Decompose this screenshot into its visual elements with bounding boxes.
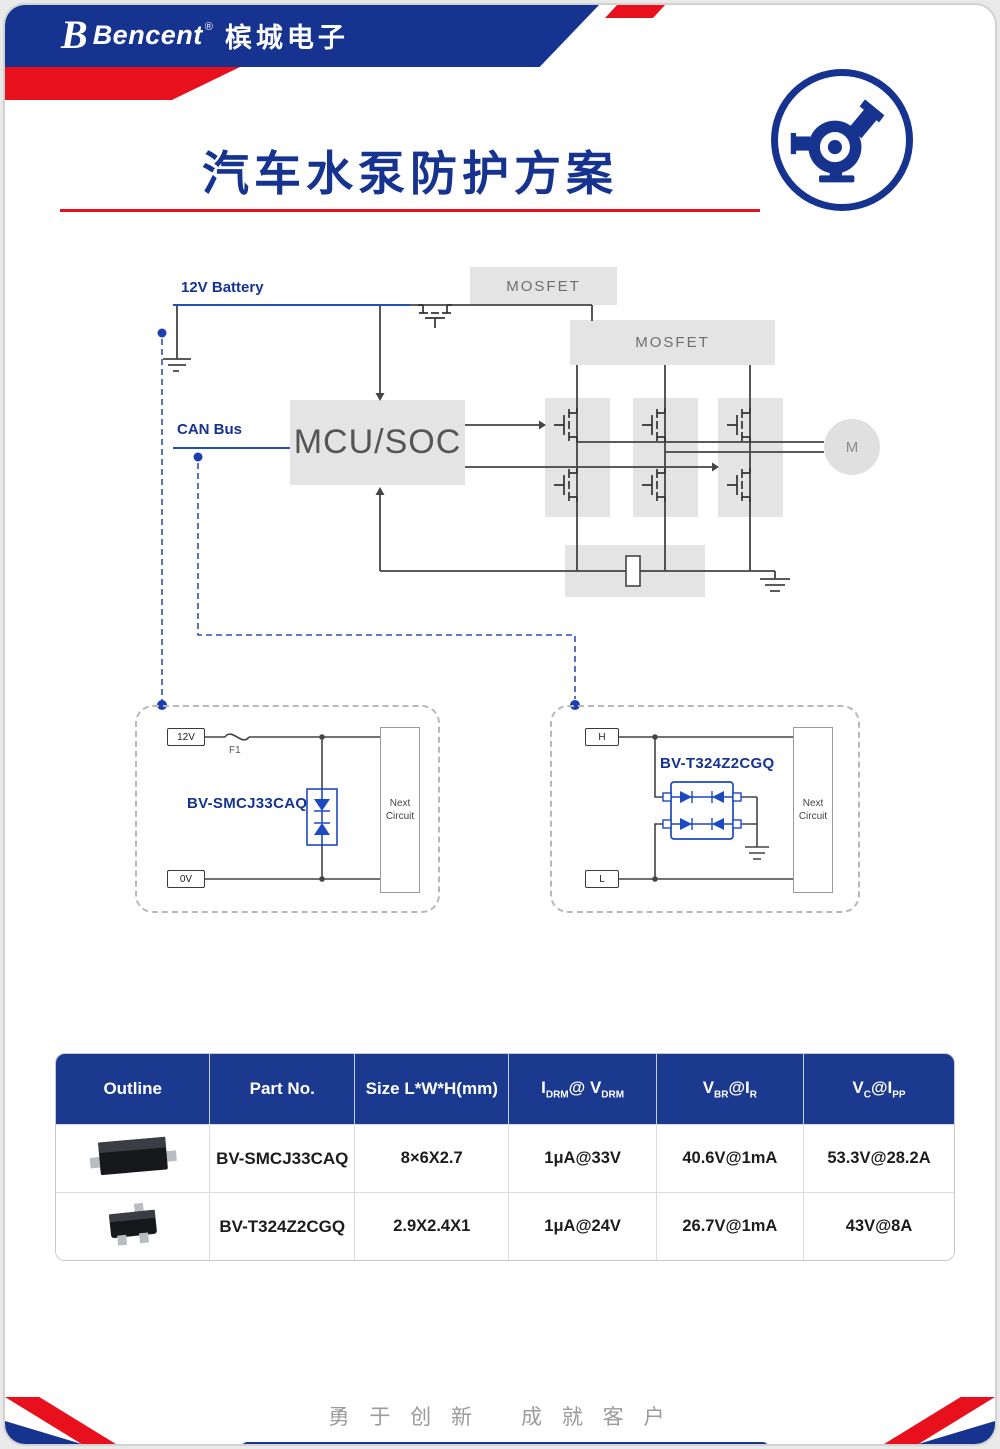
title-underline	[60, 209, 760, 212]
ground-symbol	[741, 796, 769, 860]
battery-label: 12V Battery	[181, 279, 264, 296]
tvs-array-symbol	[662, 781, 742, 840]
slogan-right: 成 就 客 户	[521, 1406, 672, 1429]
col-size: Size L*W*H(mm)	[355, 1054, 510, 1124]
sot23-package-image	[108, 1202, 157, 1246]
slogan-left: 勇 于 创 新	[328, 1406, 479, 1429]
brand-mark-icon: B	[61, 12, 88, 57]
mcu-soc-block: MCU/SOC	[290, 400, 465, 485]
tvs-right-circuit-svg	[619, 734, 793, 882]
cell-vbr: 26.7V@1mA	[656, 1192, 804, 1260]
tvs-detail-right: H BV-T324Z2CGQ Next Circuit L	[550, 705, 860, 913]
table-row: BV-T324Z2CGQ 2.9X2.4X1 1μA@24V 26.7V@1mA…	[56, 1192, 954, 1260]
net-tag-0v: 0V	[167, 870, 205, 888]
brand-logo: B Bencent ® 槟城电子	[61, 14, 349, 56]
next-circuit-block: Next Circuit	[380, 727, 420, 893]
cell-part-no: BV-SMCJ33CAQ	[210, 1124, 356, 1192]
flyer-page: B Bencent ® 槟城电子 汽车水泵防护方案 12V Battery CA…	[3, 3, 997, 1446]
next-circuit-block: Next Circuit	[793, 727, 833, 893]
header-red-stripe	[5, 67, 240, 100]
ground-symbol	[760, 571, 790, 592]
canbus-label: CAN Bus	[177, 421, 243, 438]
net-tag-l: L	[585, 870, 619, 888]
col-vc-ipp: VC@IPP	[804, 1054, 954, 1124]
ground-symbol	[163, 305, 191, 372]
cell-idrm: 1μA@24V	[509, 1192, 657, 1260]
tvs-left-circuit-svg	[205, 733, 380, 882]
footer-tab	[240, 1442, 770, 1444]
cell-outline	[56, 1124, 211, 1192]
tap-dots	[157, 328, 580, 710]
motor-node: M	[824, 419, 880, 475]
tvs-diode-symbol	[306, 788, 338, 846]
header-banner: B Bencent ® 槟城电子	[5, 5, 995, 105]
cell-vc: 43V@8A	[804, 1192, 954, 1260]
mosfet-block-top: MOSFET	[470, 267, 617, 305]
tvs-part-label-right: BV-T324Z2CGQ	[660, 755, 775, 772]
circuit-wiring-svg	[157, 304, 824, 710]
tvs-detail-left: 12V F1 BV-SMCJ33CAQ Next Circuit 0V	[135, 705, 440, 913]
shunt-resistor	[625, 555, 641, 587]
footer-slogan: 勇 于 创 新成 就 客 户	[5, 1401, 995, 1431]
water-pump-icon	[790, 99, 885, 183]
mosfet-block-bridge: MOSFET	[570, 320, 775, 365]
mosfet-symbol	[417, 304, 453, 329]
cell-idrm: 1μA@33V	[509, 1124, 657, 1192]
table-header-row: Outline Part No. Size L*W*H(mm) IDRM@ VD…	[56, 1054, 954, 1124]
col-outline: Outline	[56, 1054, 211, 1124]
brand-name-cn: 槟城电子	[224, 22, 349, 53]
net-tag-h: H	[585, 728, 619, 746]
smc-package-image	[89, 1136, 177, 1176]
fuse-label: F1	[229, 745, 241, 756]
cell-size: 2.9X2.4X1	[355, 1192, 510, 1260]
fuse-symbol	[224, 733, 250, 741]
tvs-part-label-left: BV-SMCJ33CAQ	[187, 795, 308, 812]
cell-vc: 53.3V@28.2A	[804, 1124, 954, 1192]
col-vbr-ir: VBR@IR	[656, 1054, 804, 1124]
page-title: 汽车水泵防护方案	[202, 147, 618, 200]
table-row: BV-SMCJ33CAQ 8×6X2.7 1μA@33V 40.6V@1mA 5…	[56, 1124, 954, 1192]
col-idrm-vdrm: IDRM@ VDRM	[509, 1054, 657, 1124]
cell-size: 8×6X2.7	[355, 1124, 510, 1192]
cell-part-no: BV-T324Z2CGQ	[210, 1192, 356, 1260]
net-tag-12v: 12V	[167, 728, 205, 746]
brand-reg-mark: ®	[204, 21, 213, 33]
dashed-links	[161, 339, 576, 701]
header-blue-band	[5, 5, 599, 67]
brand-name: Bencent	[92, 19, 203, 50]
spec-table: Outline Part No. Size L*W*H(mm) IDRM@ VD…	[55, 1053, 955, 1261]
pump-badge	[771, 69, 913, 211]
header-red-chip	[605, 5, 665, 18]
blue-wires	[173, 304, 410, 449]
col-part-no: Part No.	[210, 1054, 356, 1124]
cell-vbr: 40.6V@1mA	[656, 1124, 804, 1192]
cell-outline	[56, 1192, 211, 1260]
arrowheads	[375, 393, 719, 495]
